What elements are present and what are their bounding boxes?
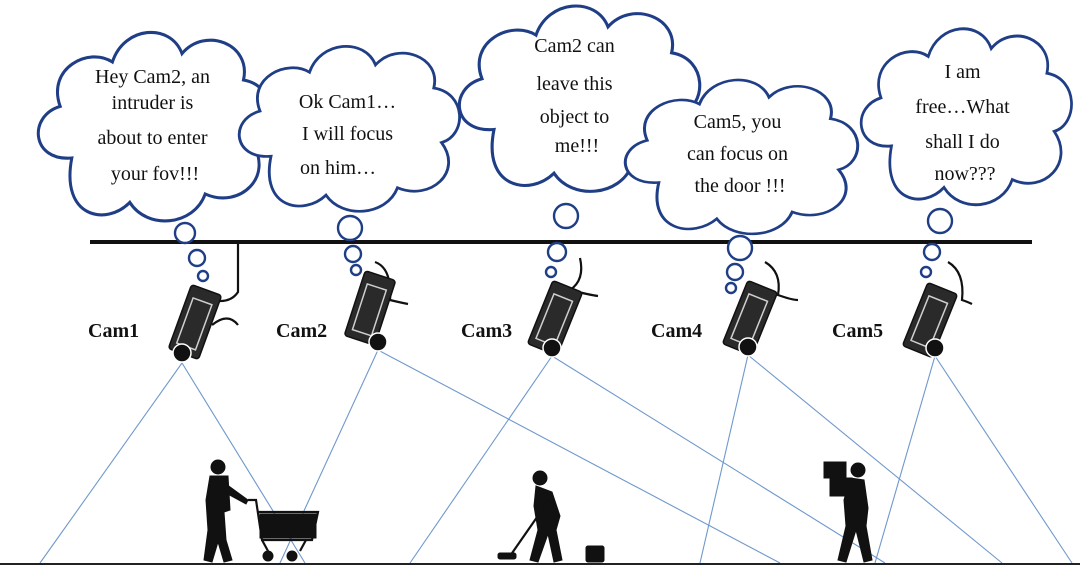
camera-label-cam2: Cam2	[276, 320, 327, 342]
bubble-text-cam3: Cam2 can leave this object to me!!!	[534, 35, 620, 157]
thought-bubble-cam1	[36, 30, 273, 283]
camera-cam5	[902, 261, 973, 358]
thought-bubble-cam2	[237, 44, 462, 277]
shopper-with-cart-icon	[203, 459, 320, 563]
bubble-text-cam2: Ok Cam1… I will focus on him…	[299, 91, 401, 179]
camera-cam1	[168, 242, 240, 363]
fov-lines	[39, 349, 1073, 564]
camera-cam2	[344, 260, 409, 352]
thought-bubble-cam5	[859, 27, 1073, 279]
worker-carrying-boxes-icon	[823, 461, 873, 563]
bubble-text-cam1: Hey Cam2, an intruder is about to enter …	[95, 66, 215, 185]
bubble-text-cam4: Cam5, you can focus on the door !!!	[687, 111, 793, 197]
camera-cam4	[722, 261, 799, 357]
camera-label-cam5: Cam5	[832, 320, 883, 342]
janitor-mopping-icon	[497, 470, 605, 563]
camera-cam3	[527, 257, 599, 358]
thought-bubble-cam4	[623, 78, 860, 295]
camera-label-cam1: Cam1	[88, 320, 139, 342]
camera-label-cam4: Cam4	[651, 320, 702, 342]
bubble-text-cam5: I am free…What shall I do now???	[915, 61, 1014, 185]
camera-label-cam3: Cam3	[461, 320, 512, 342]
